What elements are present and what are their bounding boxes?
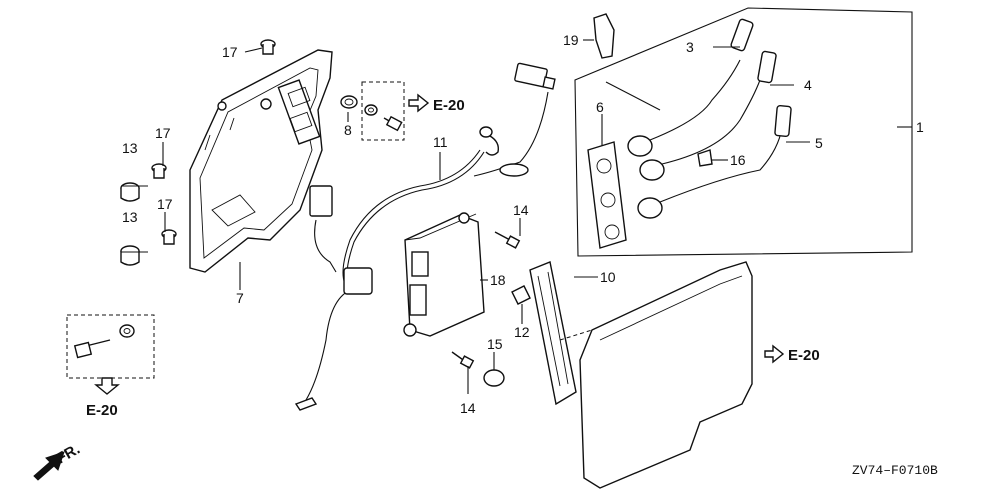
- ignition-coil-assembly-box: [574, 7, 913, 257]
- callout-17-lower: 17: [157, 196, 173, 212]
- washer-top: [364, 104, 378, 116]
- ignition-control-module: [403, 212, 485, 337]
- bolt-top: [383, 115, 403, 132]
- callout-13-upper: 13: [122, 140, 138, 156]
- callout-7: 7: [236, 290, 244, 306]
- callout-5: 5: [815, 135, 823, 151]
- clip-16: [697, 149, 713, 167]
- bolt-14-upper: [494, 231, 521, 249]
- callout-16: 16: [730, 152, 746, 168]
- reference-e20-left: E-20: [86, 402, 118, 419]
- callout-8: 8: [344, 122, 352, 138]
- front-direction-arrow: FR.: [33, 441, 83, 481]
- grommet-8: [340, 95, 358, 109]
- washer-left: [119, 324, 135, 338]
- bolt-17-lower: [161, 229, 177, 245]
- callout-14-lower: 14: [460, 400, 476, 416]
- callout-11: 11: [433, 134, 448, 150]
- clamp-19: [593, 13, 615, 59]
- wire-harness: [294, 62, 556, 411]
- callout-15: 15: [487, 336, 503, 352]
- callout-6: 6: [596, 99, 604, 115]
- plug-caps: [730, 18, 792, 138]
- callout-17-top: 17: [222, 44, 238, 60]
- cover: [559, 261, 753, 489]
- mounting-bracket: [189, 49, 333, 273]
- arrow-down-left: [94, 377, 120, 395]
- bolt-14-lower: [451, 351, 475, 369]
- diagram-code: ZV74–F0710B: [852, 463, 938, 478]
- callout-18: 18: [490, 272, 506, 288]
- leader-lines: [121, 39, 912, 394]
- callout-13-lower: 13: [122, 209, 138, 225]
- grommet-13-lower: [120, 245, 140, 266]
- ignition-coils: [627, 59, 783, 219]
- callout-3: 3: [686, 39, 694, 55]
- callout-10: 10: [600, 269, 616, 285]
- reference-e20-top: E-20: [433, 97, 465, 114]
- callout-labels: 1 3 4 5 6 7 8 10 11 12 13 13 14 14 15 16…: [122, 32, 924, 416]
- callout-14-upper: 14: [513, 202, 529, 218]
- seal-strip-10: [529, 261, 577, 406]
- bolt-17-middle: [151, 163, 167, 179]
- callout-1: 1: [916, 119, 924, 135]
- callout-12: 12: [514, 324, 530, 340]
- arrow-right-cover: [764, 344, 785, 364]
- callout-19: 19: [563, 32, 579, 48]
- dashed-group-left: [66, 314, 155, 379]
- callout-17-middle: 17: [155, 125, 171, 141]
- arrow-right-top: [408, 93, 430, 113]
- callout-4: 4: [804, 77, 812, 93]
- cap-15: [483, 369, 505, 387]
- bolt-17-top: [260, 39, 276, 55]
- dashed-group-top: [361, 81, 405, 141]
- bolt-left: [73, 339, 111, 359]
- reference-e20-right: E-20: [788, 347, 820, 364]
- coil-bracket-6: [587, 141, 627, 249]
- clip-12: [511, 285, 531, 305]
